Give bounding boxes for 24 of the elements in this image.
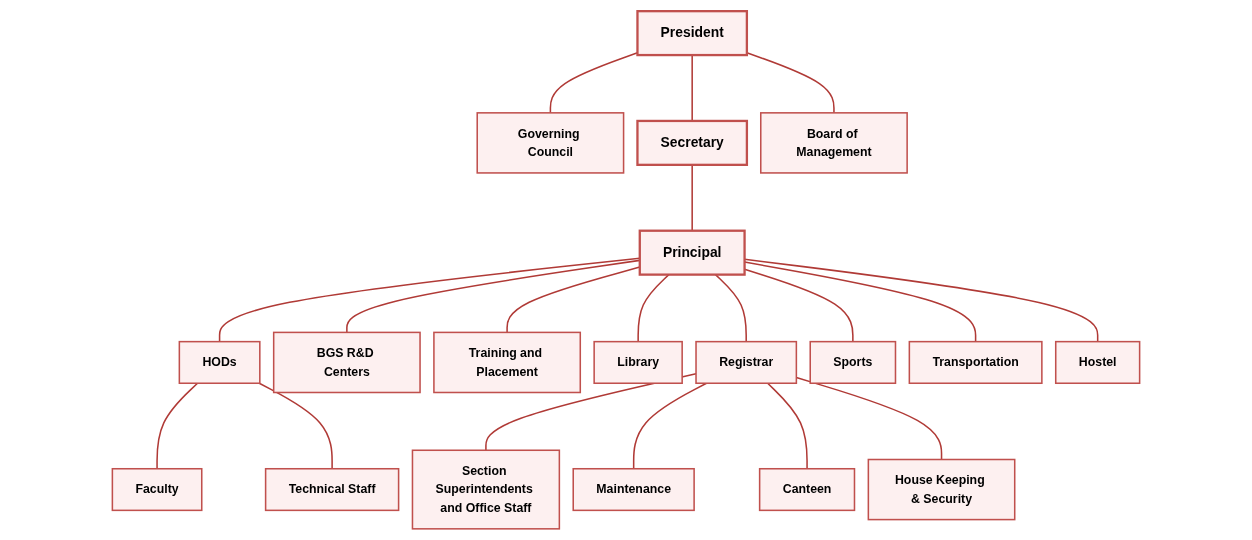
node-box: Principal (638, 229, 746, 276)
connector (156, 382, 199, 470)
node-box: Governing Council (476, 112, 625, 174)
connector (632, 382, 708, 470)
node-box: Board of Management (760, 112, 908, 174)
node-box: Registrar (695, 340, 798, 384)
node-box: Training and Placement (433, 331, 582, 394)
node-box: HODs (178, 340, 261, 384)
node-box: Library (593, 340, 683, 384)
node-box: Faculty (111, 468, 203, 512)
node-box: House Keeping & Security (867, 458, 1016, 521)
node-box: Sports (809, 340, 897, 384)
node-box: President (636, 10, 749, 57)
node-box: Transportation (908, 340, 1043, 384)
connector (766, 382, 808, 470)
node-box: Secretary (636, 119, 749, 166)
node-box: BGS R&D Centers (272, 331, 421, 394)
node-box: Canteen (758, 468, 856, 512)
node-box: Hostel (1054, 340, 1141, 384)
connector (258, 382, 333, 470)
node-box: Technical Staff (264, 468, 400, 512)
connector (746, 51, 835, 114)
node-box: Maintenance (572, 468, 695, 512)
node-box: Section Superintendents and Office Staff (411, 449, 561, 530)
